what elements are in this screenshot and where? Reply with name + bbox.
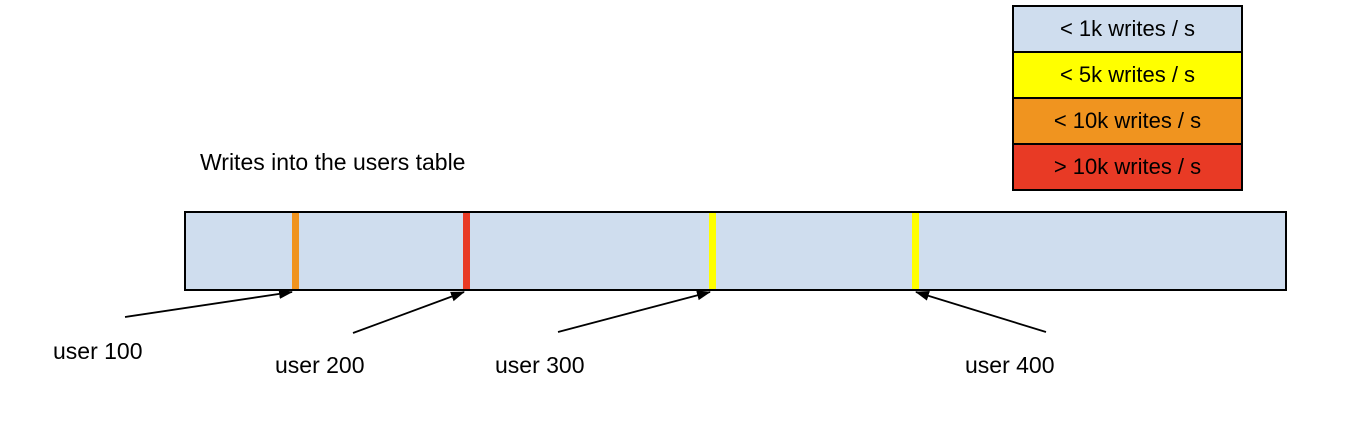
user-200-label: user 200 bbox=[275, 352, 365, 378]
legend-item-lt-1k: < 1k writes / s bbox=[1012, 5, 1243, 53]
hotspot-stripe-user-200 bbox=[463, 213, 470, 289]
legend-item-label: > 10k writes / s bbox=[1053, 154, 1202, 179]
hotspot-stripe-user-400 bbox=[912, 213, 919, 289]
user-400-label: user 400 bbox=[965, 352, 1055, 378]
hotspot-stripe-user-300 bbox=[709, 213, 716, 289]
hotspot-stripe-user-100 bbox=[292, 213, 299, 289]
legend-item-lt-5k: < 5k writes / s bbox=[1012, 51, 1243, 99]
write-rate-legend: < 1k writes / s < 5k writes / s < 10k wr… bbox=[1012, 5, 1243, 191]
legend-item-label: < 5k writes / s bbox=[1059, 62, 1196, 87]
diagram-title: Writes into the users table bbox=[200, 149, 466, 175]
legend-item-lt-10k: < 10k writes / s bbox=[1012, 97, 1243, 145]
user-300-label: user 300 bbox=[495, 352, 585, 378]
legend-item-label: < 10k writes / s bbox=[1053, 108, 1202, 133]
legend-item-gt-10k: > 10k writes / s bbox=[1012, 143, 1243, 191]
users-table-bar bbox=[184, 211, 1287, 291]
legend-item-label: < 1k writes / s bbox=[1059, 16, 1196, 41]
user-100-label: user 100 bbox=[53, 338, 143, 364]
